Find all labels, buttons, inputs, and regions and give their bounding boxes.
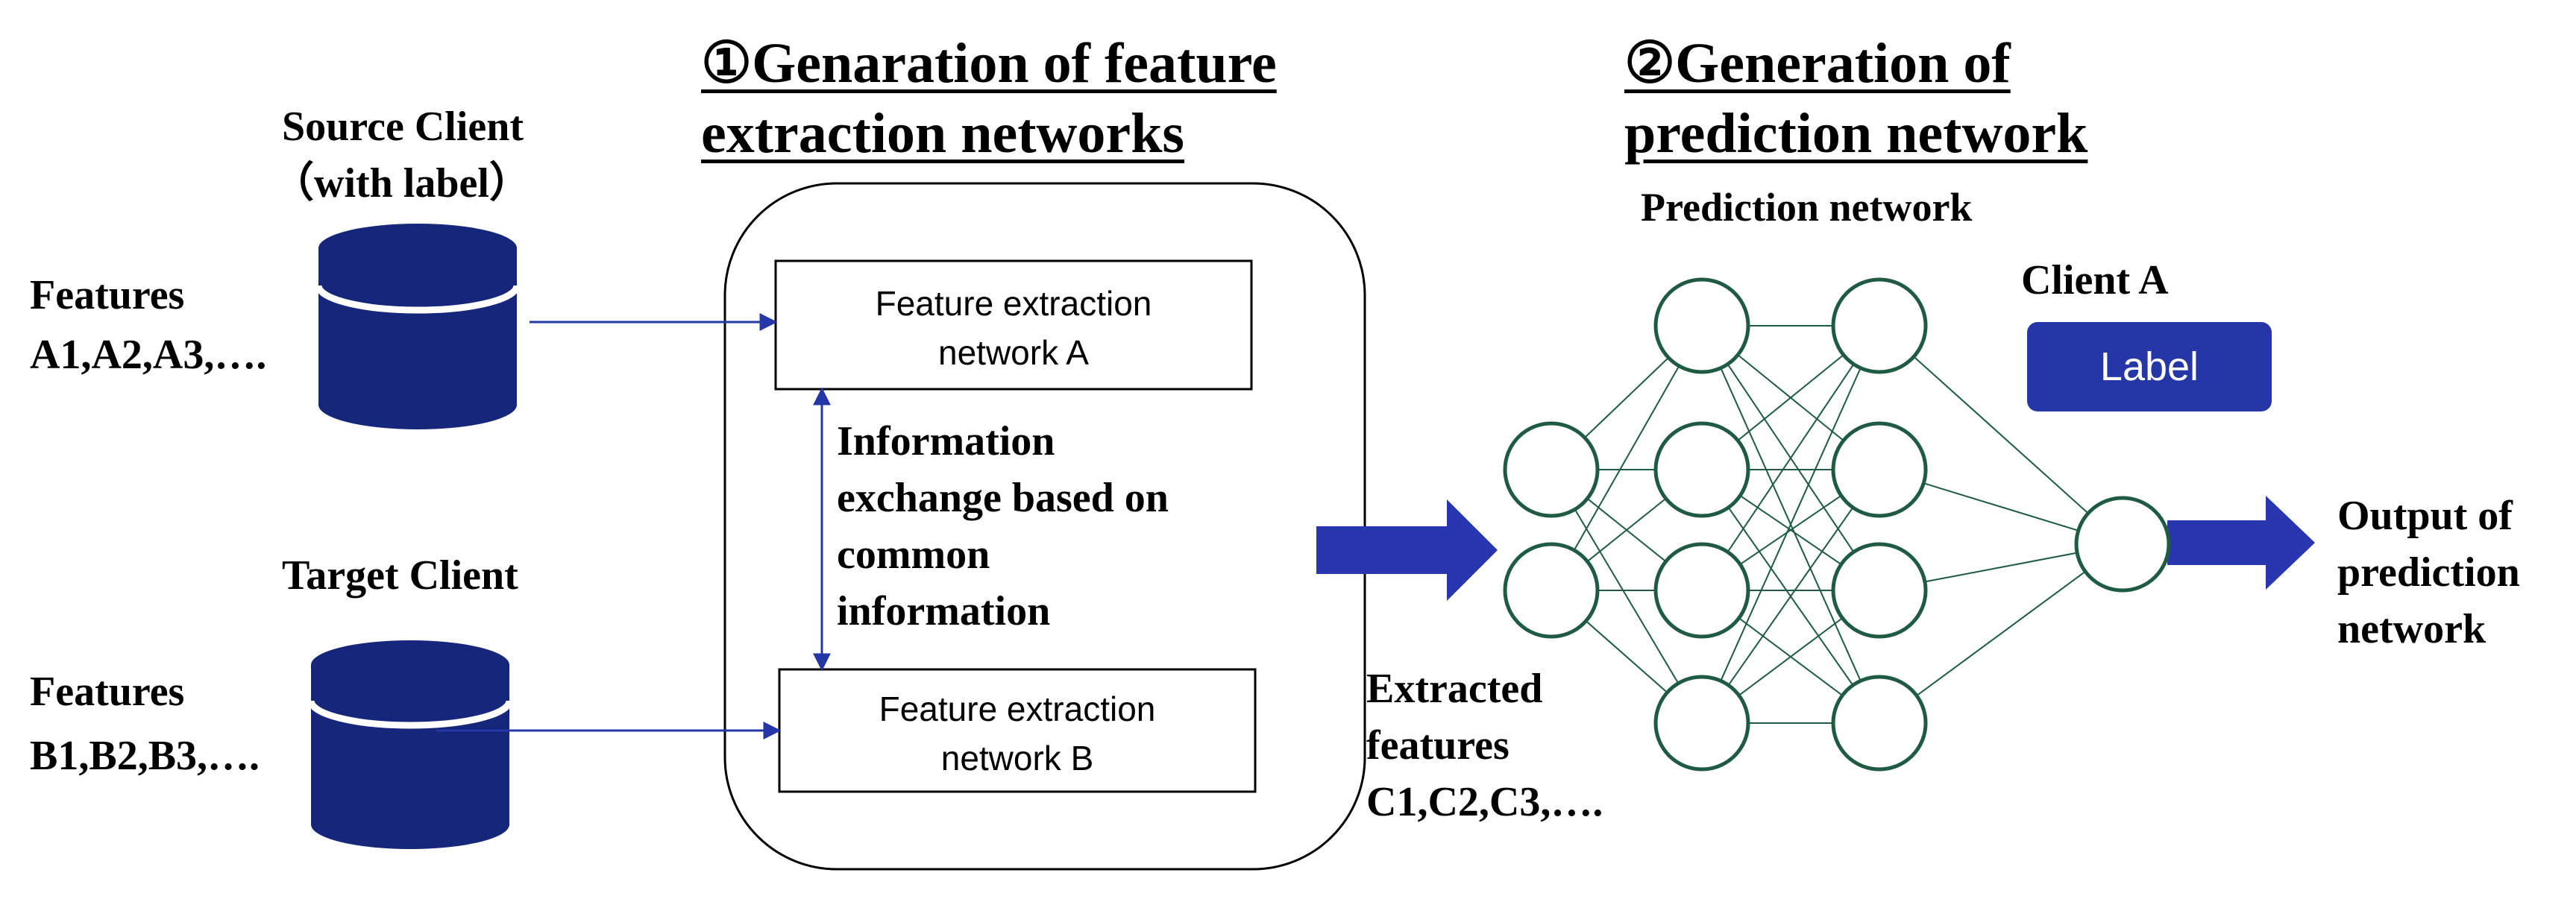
source-features-list: A1,A2,A3,…. [30,332,267,378]
section2-title-line2: prediction network [1624,102,2088,165]
network-node-l2-n1 [1653,277,1750,374]
network-node-l3-n4 [1831,675,1928,772]
info-exchange-line3: common [837,531,990,578]
network-b-label-line1: Feature extraction [879,690,1156,728]
network-node-l2-n4 [1653,675,1750,772]
network-a-label-line1: Feature extraction [875,284,1152,323]
section1-title-line2: extraction networks [701,102,1184,165]
network-nodes [1503,277,2171,772]
target-client-name: Target Client [282,552,518,599]
label-badge-text: Label [2099,344,2199,389]
network-edge [1551,325,1703,591]
source-features-label: Features [30,272,185,318]
section-transition-arrow [1316,499,1498,601]
network-edge [1701,469,1880,724]
network-node-l1-n1 [1503,421,1600,518]
target-database-icon [307,640,513,849]
label-badge [2027,322,2272,411]
network-edge [1551,469,1703,724]
output-line3: network [2337,606,2487,652]
client-a-label: Client A [2021,257,2169,303]
network-a-label-line2: network A [938,333,1089,372]
network-edge [1701,325,1880,591]
source-database-icon [315,224,521,429]
network-node-l4-n1 [2074,496,2171,593]
extracted-features-line2: features [1366,722,1510,769]
output-line1: Output of [2337,493,2513,539]
section2-title-line1: ②Generation of [1624,32,2011,95]
network-node-l1-n2 [1503,542,1600,639]
network-edge [1701,325,1880,724]
prediction-network-label: Prediction network [1641,185,1973,230]
network-node-l3-n3 [1831,542,1928,639]
source-client-name: Source Client [282,104,524,150]
network-edge [1879,325,2123,545]
network-node-l2-n2 [1653,421,1750,518]
target-features-list: B1,B2,B3,…. [30,733,260,779]
source-client-note: （with label） [272,160,531,206]
info-exchange-line1: Information [837,418,1055,464]
network-node-l3-n1 [1831,277,1928,374]
network-a-box [774,259,1253,391]
output-line2: prediction [2337,549,2520,596]
info-exchange-line4: information [837,588,1051,634]
section1-title-line1: ①Genaration of feature [701,32,1277,95]
output-arrow [2167,496,2315,590]
extracted-features-line3: C1,C2,C3,…. [1366,779,1603,825]
info-exchange-line2: exchange based on [837,475,1169,521]
extracted-features-line1: Extracted [1366,666,1543,712]
network-edge [1879,543,2123,724]
network-node-l3-n2 [1831,421,1928,518]
network-b-label-line2: network B [940,739,1094,777]
network-node-l2-n3 [1653,542,1750,639]
target-features-label: Features [30,669,185,715]
